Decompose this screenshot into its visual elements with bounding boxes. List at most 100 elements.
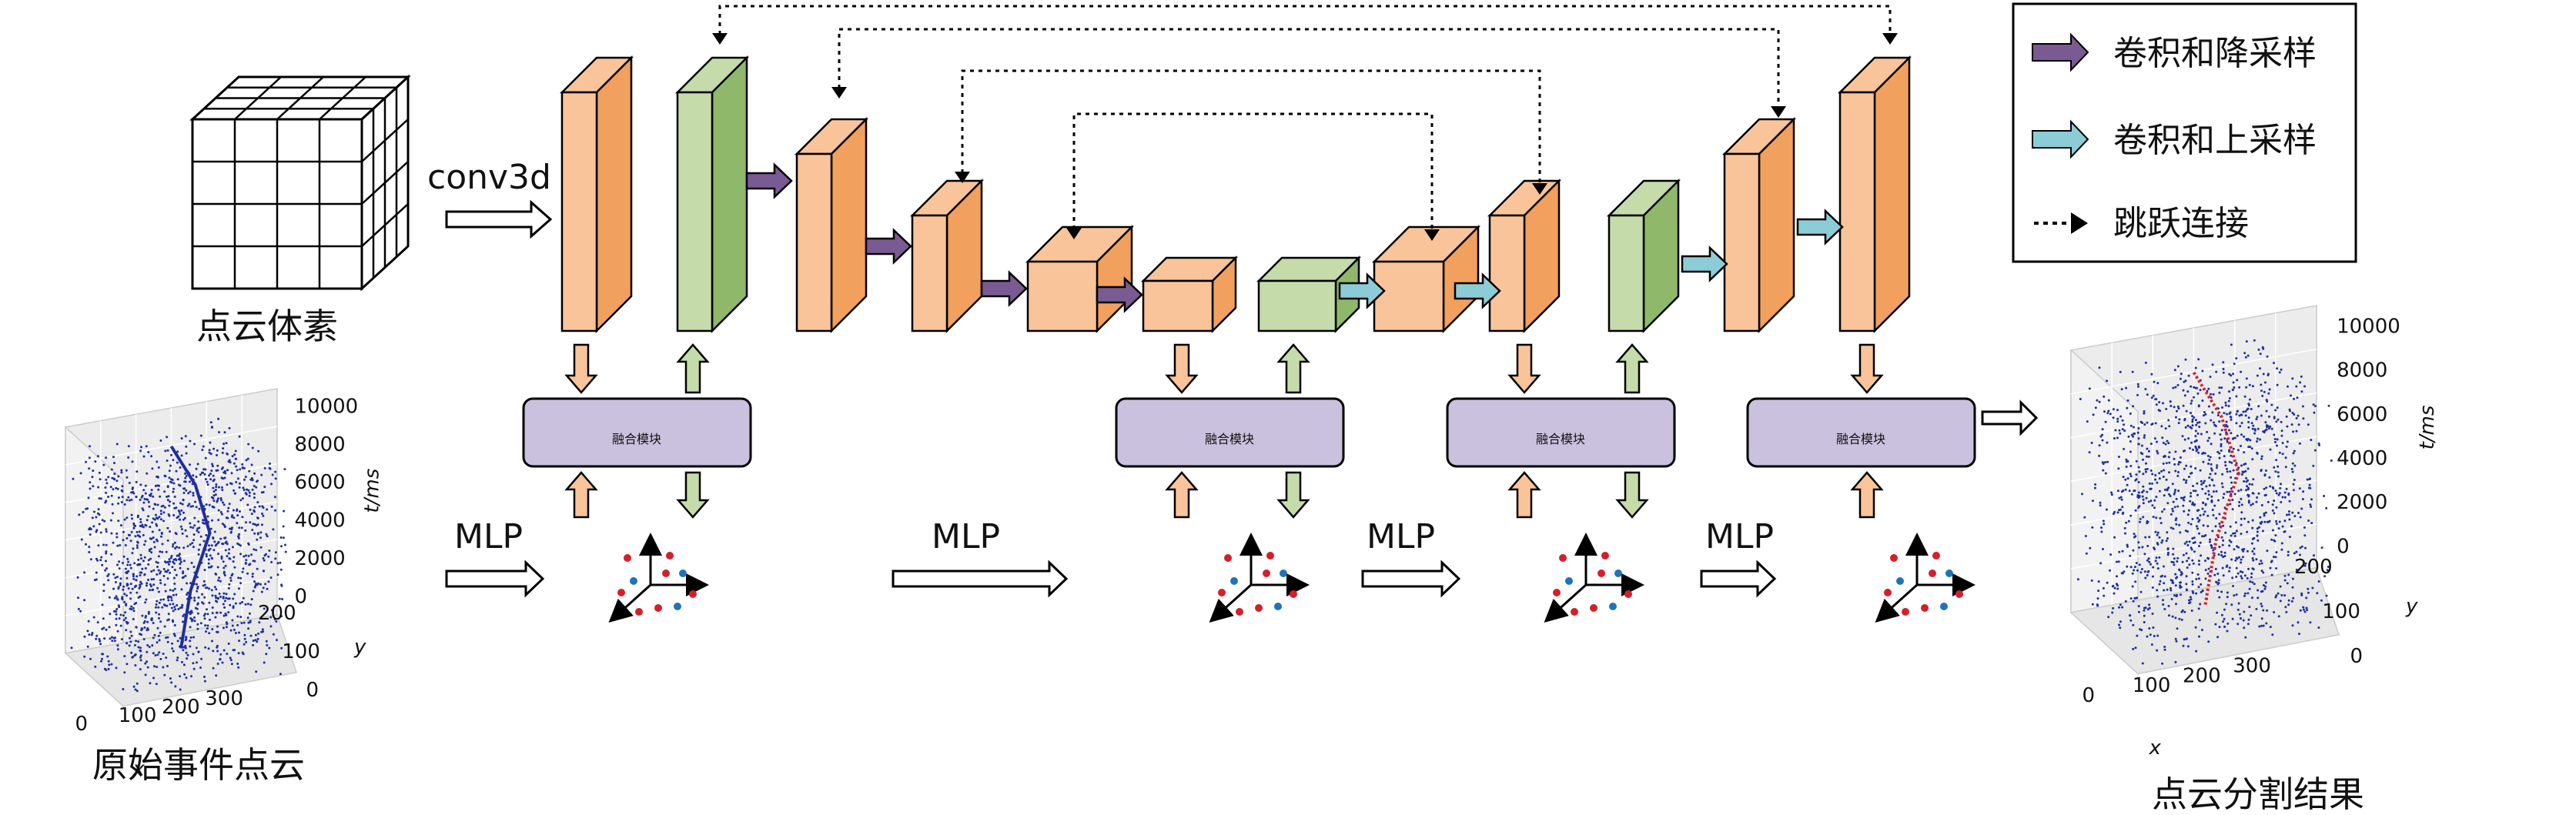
fusion-module-label: 融合模块 [1536,432,1585,446]
fusion-to-block-arrow [676,343,710,394]
upsample-arrow [1681,246,1728,282]
feature-point [1571,608,1578,616]
block-to-fusion-arrow [564,343,598,394]
z-axis-label: t/ms [360,469,383,513]
feature-point [1224,554,1232,562]
x-tick-label: 300 [205,687,243,710]
y-tick-label: 100 [2322,600,2360,623]
feature-point [1902,608,1909,616]
voxel-grid-icon [189,74,411,292]
feature-block-1 [559,55,634,334]
feature-point [1280,569,1287,577]
feature-point [630,577,637,585]
mlp-arrow [445,559,545,598]
feature-block-8 [1371,224,1481,334]
feature-point [1266,552,1274,559]
z-axis-label: t/ms [2416,406,2439,450]
feature-block-6 [1140,255,1239,334]
conv3d-arrow [445,199,553,239]
y-tick-label: 100 [282,640,320,663]
raw-label: 原始事件点云 [92,744,305,786]
feature-point [1884,589,1892,596]
point-to-fusion-arrow [564,471,598,519]
feature-block-3 [794,116,869,334]
skip-connections [718,5,1892,231]
x-axis-label: x [132,758,146,781]
conv3d-label: conv3d [427,158,551,197]
feature-point [674,603,681,610]
upsample-arrow [1454,272,1501,309]
feature-point [1274,603,1282,610]
feature-point [662,569,670,577]
feature-point [1609,603,1617,610]
downsample-arrow [980,270,1028,307]
mlp-label: MLP [1705,517,1774,556]
y-axis-label: y [2405,595,2418,618]
x-tick-label: 100 [119,704,157,727]
fusion-module-3: 融合模块 [1446,397,1676,468]
x-tick-label: 100 [2133,674,2171,697]
feature-block-10 [1606,178,1681,334]
point-feature-icon-4 [1875,533,1975,623]
feature-point [1932,552,1940,559]
downsample-arrow [745,162,793,199]
voxel-label: 点云体素 [196,306,338,347]
downsample-arrow [865,228,912,265]
feature-point [1565,577,1573,585]
feature-point [1218,589,1226,596]
feature-point [1230,577,1238,585]
feature-point [1624,590,1632,598]
point-feature-icon-2 [1209,533,1310,623]
feature-point [1601,552,1609,559]
feature-point [635,608,643,616]
fusion-module-4: 融合模块 [1746,397,1976,468]
output-arrow [1981,399,2039,436]
feature-point [1929,569,1936,577]
mlp-arrow [1700,559,1777,598]
legend-down-label: 卷积和降采样 [2113,34,2317,73]
x-tick-label: 200 [2183,664,2221,687]
feature-point [666,552,674,559]
y-tick-label: 0 [2350,645,2364,668]
z-tick-label: 10000 [295,396,359,419]
z-tick-label: 0 [2337,535,2350,558]
feature-point [1559,554,1567,562]
skip-line-2 [838,28,1780,108]
feature-point [1597,569,1605,577]
result-label: 点云分割结果 [2152,773,2364,815]
fusion-to-point-arrow [1276,471,1310,519]
z-tick-label: 10000 [2337,315,2400,338]
fusion-module-label: 融合模块 [1205,432,1254,446]
mlp-arrow [892,559,1069,598]
legend-down-arrow [2032,32,2089,72]
fusion-to-block-arrow [1276,343,1310,394]
fusion-module-2: 融合模块 [1115,397,1345,468]
fusion-to-point-arrow [676,471,710,519]
fusion-module-1: 融合模块 [522,397,752,468]
feature-block-12 [1837,55,1912,334]
x-tick-label: 300 [2233,655,2271,678]
feature-point [617,589,625,596]
legend-skip-label: 跳跃连接 [2113,204,2249,243]
feature-block-7 [1256,255,1362,334]
feature-block-9 [1487,178,1562,334]
x-tick-label: 0 [2083,684,2096,707]
skip-line-3 [961,69,1541,185]
feature-block-5 [1025,224,1135,334]
feature-point [1614,569,1622,577]
feature-point [1263,569,1270,577]
mlp-label: MLP [454,517,523,556]
legend-up-label: 卷积和上采样 [2113,121,2317,160]
z-tick-label: 6000 [2337,403,2387,426]
y-axis-label: y [353,636,366,659]
legend: 卷积和降采样 卷积和上采样 跳跃连接 [2012,2,2357,263]
z-tick-label: 4000 [2337,447,2387,470]
block-to-fusion-arrow [1507,343,1541,394]
z-tick-label: 2000 [2337,491,2387,514]
z-tick-label: 0 [295,585,308,608]
fusion-module-label: 融合模块 [612,432,661,446]
fusion-module-label: 融合模块 [1836,432,1885,446]
feature-point [1921,604,1929,612]
